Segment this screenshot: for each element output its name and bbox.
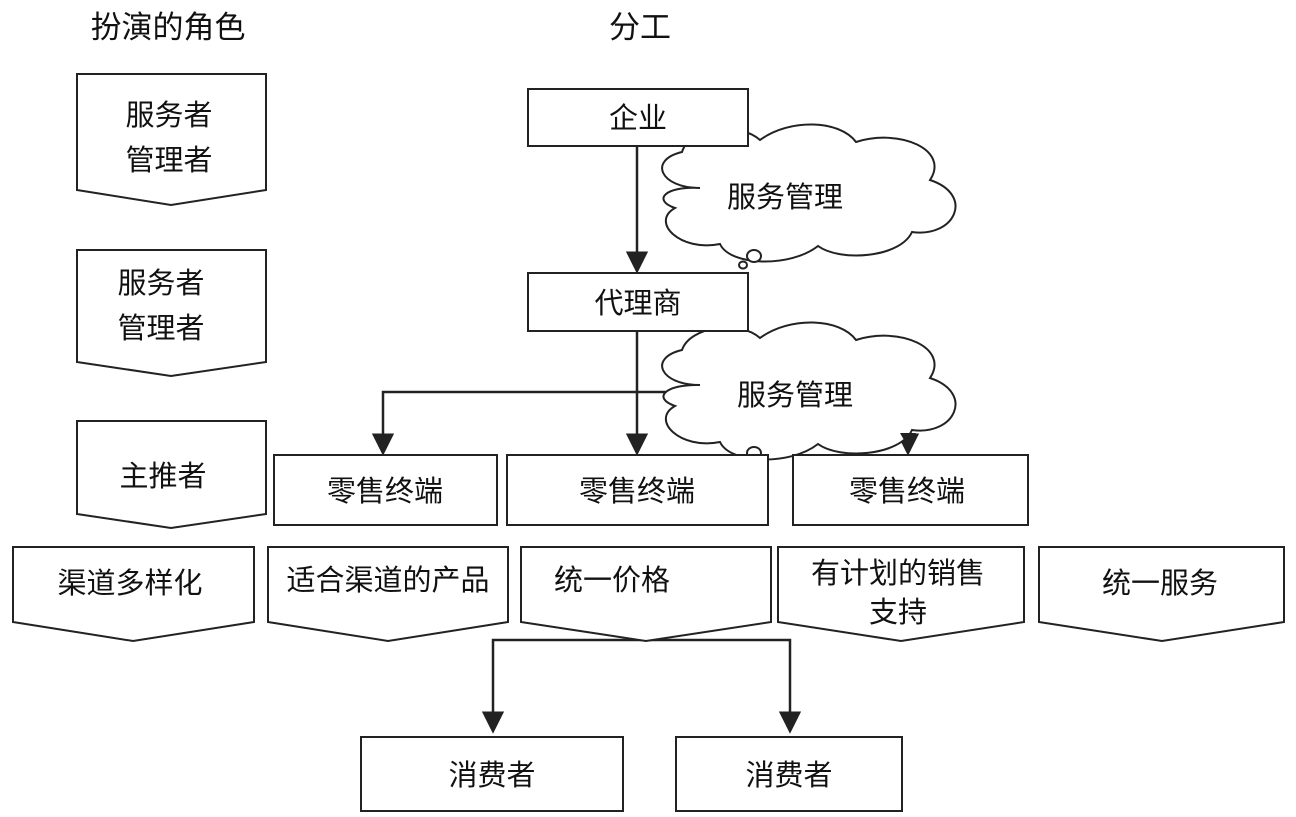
role-1-line2: 管理者 xyxy=(125,143,212,177)
consumer-left-label: 消费者 xyxy=(448,758,535,792)
cloud-lower: 服务管理 xyxy=(661,321,957,467)
terminal-right-box: 零售终端 xyxy=(792,454,1029,526)
role-shape-1: 服务者 管理者 xyxy=(76,73,267,207)
terminal-right-label: 零售终端 xyxy=(849,474,965,508)
cloud-upper: 服务管理 xyxy=(661,123,957,270)
terminal-center-label: 零售终端 xyxy=(579,474,695,508)
strategy-shape-3: 统一价格 xyxy=(520,546,772,643)
cloud-upper-label: 服务管理 xyxy=(727,180,843,214)
strategy-shape-5: 统一服务 xyxy=(1038,546,1285,643)
strategy-2-line1: 适合渠道的产品 xyxy=(286,563,489,597)
agent-box: 代理商 xyxy=(527,272,749,332)
arrow-to-consumer-right xyxy=(656,638,802,734)
role-1-line1: 服务者 xyxy=(125,98,212,132)
role-shape-2: 服务者 管理者 xyxy=(76,249,267,378)
arrow-agent-terminal-left xyxy=(371,390,637,456)
arrow-to-consumer-left xyxy=(481,638,656,734)
header-division: 分工 xyxy=(609,10,671,46)
strategy-3-line1: 统一价格 xyxy=(554,563,670,597)
agent-label: 代理商 xyxy=(594,286,681,320)
terminal-left-box: 零售终端 xyxy=(273,454,498,526)
strategy-5-line1: 统一服务 xyxy=(1102,566,1218,600)
role-3-line1: 主推者 xyxy=(119,459,206,493)
header-roles: 扮演的角色 xyxy=(91,10,246,46)
cloud-lower-label: 服务管理 xyxy=(737,378,853,412)
role-2-line2: 管理者 xyxy=(117,311,204,345)
consumer-right-box: 消费者 xyxy=(675,736,903,812)
consumer-right-label: 消费者 xyxy=(745,758,832,792)
terminal-center-box: 零售终端 xyxy=(506,454,769,526)
strategy-4-line1: 有计划的销售 xyxy=(811,556,985,590)
enterprise-box: 企业 xyxy=(527,88,749,147)
enterprise-label: 企业 xyxy=(609,101,667,135)
strategy-shape-1: 渠道多样化 xyxy=(12,546,255,643)
strategy-shape-4: 有计划的销售 支持 xyxy=(777,546,1025,643)
terminal-right-arrow-tip xyxy=(900,433,916,447)
role-shape-3: 主推者 xyxy=(76,420,267,530)
terminal-left-label: 零售终端 xyxy=(327,474,443,508)
role-2-line1: 服务者 xyxy=(117,266,204,300)
consumer-left-box: 消费者 xyxy=(360,736,624,812)
strategy-1-line1: 渠道多样化 xyxy=(57,566,202,600)
strategy-4-line2: 支持 xyxy=(869,595,927,629)
strategy-shape-2: 适合渠道的产品 xyxy=(267,546,509,643)
